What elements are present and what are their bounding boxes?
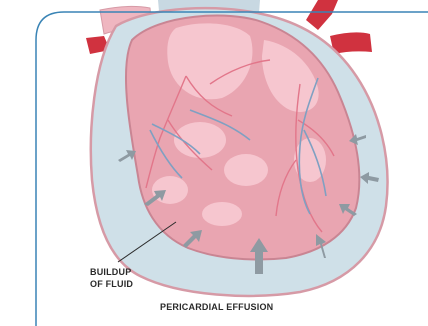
fluid-label-line-1: BUILDUP xyxy=(90,266,133,278)
fluid-label-line-2: OF FLUID xyxy=(90,278,133,290)
buildup-of-fluid-label: BUILDUP OF FLUID xyxy=(90,266,133,290)
diagram-caption: PERICARDIAL EFFUSION xyxy=(160,301,273,313)
